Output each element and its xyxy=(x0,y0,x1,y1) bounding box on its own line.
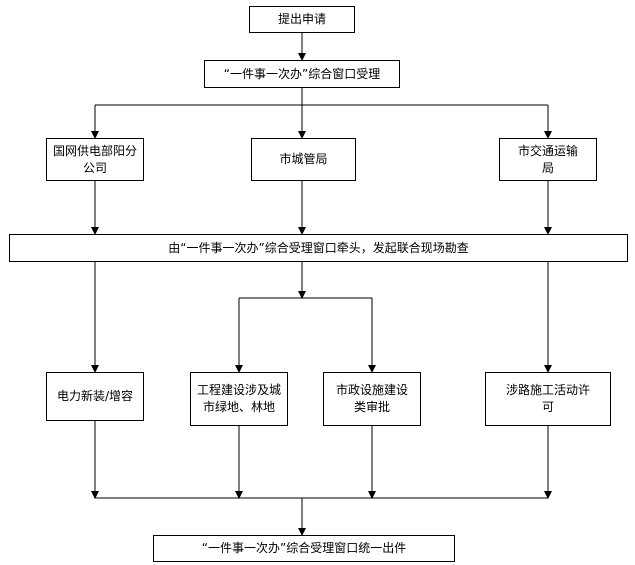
item-road-box: 涉路施工活动许可 xyxy=(485,372,611,426)
item-municipal-label: 市政设施建设类审批 xyxy=(335,383,408,414)
dept-transport-label: 市交通运输局 xyxy=(517,143,578,175)
dept-power-label: 国网供电部阳分公司 xyxy=(52,143,137,175)
reception-window-box: “一件事一次办”综合窗口受理 xyxy=(204,60,400,88)
dept-transport-box: 市交通运输局 xyxy=(499,138,597,181)
unified-output-label: “一件事一次办”综合受理窗口统一出件 xyxy=(201,541,407,555)
item-green-label: 工程建设涉及城市绿地、林地 xyxy=(196,383,281,414)
dept-power-box: 国网供电部阳分公司 xyxy=(46,138,144,181)
unified-output-box: “一件事一次办”综合受理窗口统一出件 xyxy=(153,535,455,562)
reception-window-label: “一件事一次办”综合窗口受理 xyxy=(223,66,381,81)
item-power-label: 电力新装/增容 xyxy=(56,389,134,403)
item-municipal-box: 市政设施建设类审批 xyxy=(323,372,421,426)
joint-survey-label: 由“一件事一次办”综合受理窗口牵头，发起联合现场勘查 xyxy=(168,240,469,255)
item-power-box: 电力新装/增容 xyxy=(46,372,144,421)
dept-city-label: 市城管局 xyxy=(279,152,328,166)
dept-city-box: 市城管局 xyxy=(251,138,356,181)
submit-application-label: 提出申请 xyxy=(277,12,326,26)
submit-application-box: 提出申请 xyxy=(249,6,355,33)
joint-survey-box: 由“一件事一次办”综合受理窗口牵头，发起联合现场勘查 xyxy=(9,234,628,262)
item-green-box: 工程建设涉及城市绿地、林地 xyxy=(190,372,288,426)
item-road-label: 涉路施工活动许可 xyxy=(505,383,590,414)
